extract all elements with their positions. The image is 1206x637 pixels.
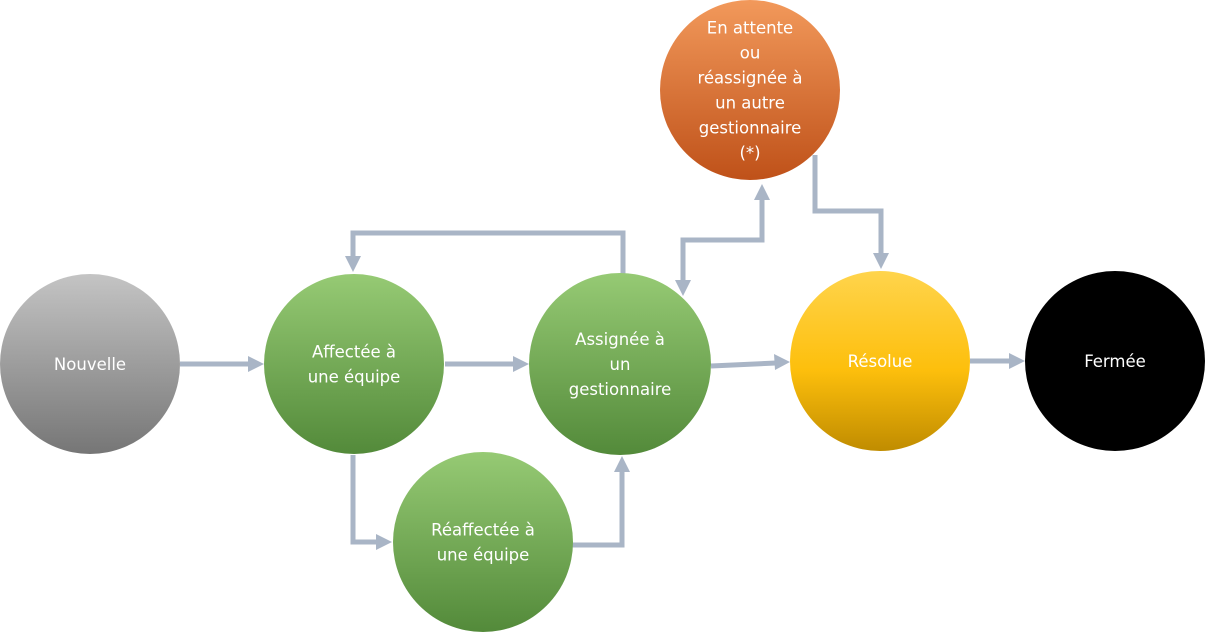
arrowhead xyxy=(248,356,264,372)
label-line: Nouvelle xyxy=(54,355,126,374)
arrowhead xyxy=(345,256,361,272)
label-line: (*) xyxy=(739,144,760,163)
node-fermee-label: Fermée xyxy=(1084,352,1146,371)
label-line: gestionnaire xyxy=(699,119,802,138)
label-line: ou xyxy=(740,44,761,63)
label-line: Assignée à xyxy=(575,330,665,349)
label-line: réassignée à xyxy=(697,69,802,88)
arrow-assignee-to-attente xyxy=(680,198,765,282)
node-nouvelle: Nouvelle xyxy=(0,274,180,454)
connectors xyxy=(180,155,1025,550)
node-attente: En attente ou réassignée à un autre gestionn… xyxy=(660,0,840,180)
node-affectee-label: Affectée à une équipe xyxy=(308,343,401,387)
arrowhead xyxy=(1009,353,1025,369)
label-line: Résolue xyxy=(848,352,913,371)
node-resolue-circle xyxy=(790,271,970,451)
node-attente-label: En attente ou réassignée à un autre gestionn… xyxy=(697,19,802,163)
node-assignee-circle xyxy=(529,273,711,455)
node-reaffectee: Réaffectée à une équipe xyxy=(393,452,573,632)
arrowhead xyxy=(513,356,529,372)
node-attente-circle xyxy=(660,0,840,180)
node-assignee: Assignée à un gestionnaire xyxy=(529,273,711,455)
arrow-assignee-to-resolue xyxy=(710,360,777,369)
label-line: une équipe xyxy=(308,368,401,387)
node-resolue-label: Résolue xyxy=(848,352,913,371)
arrowhead xyxy=(376,534,392,550)
label-line: une équipe xyxy=(437,546,530,565)
node-assignee-label: Assignée à un gestionnaire xyxy=(569,330,672,399)
node-fermee-circle xyxy=(1025,271,1205,451)
label-line: Réaffectée à xyxy=(431,521,535,540)
arrowhead xyxy=(675,280,691,296)
node-resolue: Résolue xyxy=(790,271,970,451)
label-line: Fermée xyxy=(1084,352,1146,371)
arrowhead xyxy=(774,354,790,370)
label-line: un autre xyxy=(715,94,785,113)
node-reaffectee-circle xyxy=(393,452,573,632)
node-affectee: Affectée à une équipe xyxy=(264,274,444,454)
arrowhead xyxy=(873,253,889,269)
node-affectee-circle xyxy=(264,274,444,454)
arrow-affectee-to-reaffectee xyxy=(350,455,378,545)
label-line: un xyxy=(610,355,631,374)
label-line: Affectée à xyxy=(312,343,396,362)
arrow-attente-to-resolue xyxy=(812,155,884,255)
arrow-reaffectee-to-assignee xyxy=(572,470,625,548)
label-line: En attente xyxy=(707,19,793,38)
arrowhead xyxy=(754,184,770,200)
label-line: gestionnaire xyxy=(569,380,672,399)
arrowhead xyxy=(614,456,630,472)
node-nouvelle-label: Nouvelle xyxy=(54,355,126,374)
node-nouvelle-circle xyxy=(0,274,180,454)
node-reaffectee-label: Réaffectée à une équipe xyxy=(431,521,535,565)
arrow-assignee-to-affectee xyxy=(350,230,626,278)
node-fermee: Fermée xyxy=(1025,271,1205,451)
